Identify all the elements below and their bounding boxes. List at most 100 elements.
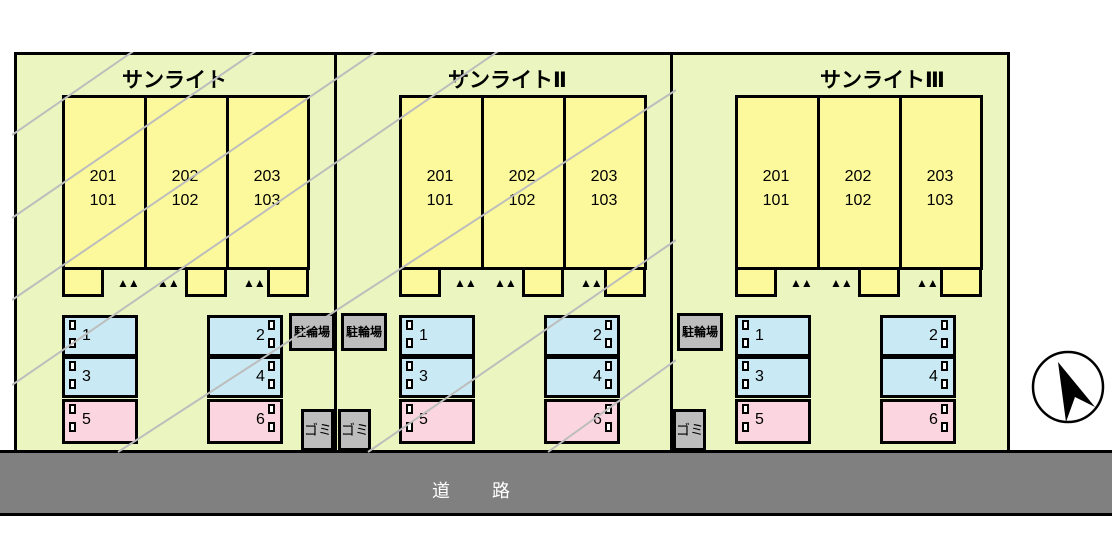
parking-space-3: 3: [735, 356, 811, 398]
parking-number: 1: [755, 327, 764, 344]
car-marker-icon: [69, 361, 76, 371]
parking-space-1: 1: [399, 315, 475, 357]
unit-upper: 201: [426, 168, 454, 185]
parking-space-2: 2: [880, 315, 956, 357]
parking-space-4: 4: [880, 356, 956, 398]
trash-area: ゴミ: [673, 409, 706, 451]
entrance: [62, 267, 104, 297]
car-marker-icon: [605, 422, 612, 432]
shoes-icon: ▲▲: [454, 276, 477, 290]
parking-number: 6: [593, 411, 602, 428]
car-marker-icon: [69, 379, 76, 389]
building-name: サンライト: [122, 68, 227, 92]
unit-upper: 201: [89, 168, 117, 185]
car-marker-icon: [406, 361, 413, 371]
parking-space-3: 3: [62, 356, 138, 398]
parking-number: 4: [929, 368, 938, 385]
car-marker-icon: [69, 320, 76, 330]
car-marker-icon: [941, 404, 948, 414]
entrance: [267, 267, 309, 297]
shoes-icon: ▲▲: [580, 276, 603, 290]
parking-space-5: 5: [62, 399, 138, 444]
car-marker-icon: [69, 404, 76, 414]
entrance: [858, 267, 900, 297]
parking-space-5: 5: [735, 399, 811, 444]
car-marker-icon: [268, 361, 275, 371]
shoes-icon: ▲▲: [157, 276, 180, 290]
car-marker-icon: [605, 320, 612, 330]
entrance: [604, 267, 646, 297]
unit-lower: 101: [762, 192, 790, 209]
parking-number: 4: [593, 368, 602, 385]
parking-number: 1: [82, 327, 91, 344]
parking-number: 2: [593, 327, 602, 344]
building-name: サンライトⅢ: [820, 68, 945, 92]
parking-number: 4: [256, 368, 265, 385]
parking-number: 6: [256, 411, 265, 428]
unit-lower: 102: [844, 192, 872, 209]
car-marker-icon: [742, 379, 749, 389]
hatch-line: [12, 52, 499, 386]
car-marker-icon: [605, 361, 612, 371]
car-marker-icon: [406, 320, 413, 330]
parking-space-6: 6: [880, 399, 956, 444]
car-marker-icon: [742, 320, 749, 330]
north-arrow-icon: [1031, 350, 1105, 424]
unit-lower: 103: [926, 192, 954, 209]
shoes-icon: ▲▲: [790, 276, 813, 290]
parking-space-4: 4: [207, 356, 283, 398]
hatch-line: [12, 52, 257, 219]
parking-space-1: 1: [62, 315, 138, 357]
parking-space-3: 3: [399, 356, 475, 398]
car-marker-icon: [406, 404, 413, 414]
car-marker-icon: [268, 422, 275, 432]
entrance: [522, 267, 564, 297]
entrance: [185, 267, 227, 297]
shoes-icon: ▲▲: [117, 276, 140, 290]
parking-number: 2: [256, 327, 265, 344]
car-marker-icon: [69, 422, 76, 432]
car-marker-icon: [941, 422, 948, 432]
unit-lower: 101: [426, 192, 454, 209]
unit-upper: 203: [590, 168, 618, 185]
entrance: [940, 267, 982, 297]
unit-lower: 101: [89, 192, 117, 209]
parking-number: 3: [82, 368, 91, 385]
parking-number: 2: [929, 327, 938, 344]
entrance: [399, 267, 441, 297]
car-marker-icon: [406, 338, 413, 348]
hatch-line: [367, 239, 676, 453]
parking-number: 6: [929, 411, 938, 428]
entrance: [735, 267, 777, 297]
shoes-icon: ▲▲: [243, 276, 266, 290]
hatch-line: [12, 52, 378, 301]
shoes-icon: ▲▲: [830, 276, 853, 290]
unit-upper: 203: [253, 168, 281, 185]
trash-area: ゴミ: [301, 409, 334, 451]
parking-number: 1: [419, 327, 428, 344]
unit-lower: 103: [590, 192, 618, 209]
car-marker-icon: [605, 379, 612, 389]
parking-number: 3: [419, 368, 428, 385]
unit-upper: 202: [508, 168, 536, 185]
car-marker-icon: [742, 338, 749, 348]
car-marker-icon: [941, 320, 948, 330]
car-marker-icon: [406, 379, 413, 389]
shoes-icon: ▲▲: [916, 276, 939, 290]
unit-upper: 202: [171, 168, 199, 185]
parking-number: 5: [755, 411, 764, 428]
parking-number: 5: [82, 411, 91, 428]
hatch-line: [117, 89, 676, 453]
car-marker-icon: [268, 320, 275, 330]
car-marker-icon: [268, 404, 275, 414]
shoes-icon: ▲▲: [494, 276, 517, 290]
